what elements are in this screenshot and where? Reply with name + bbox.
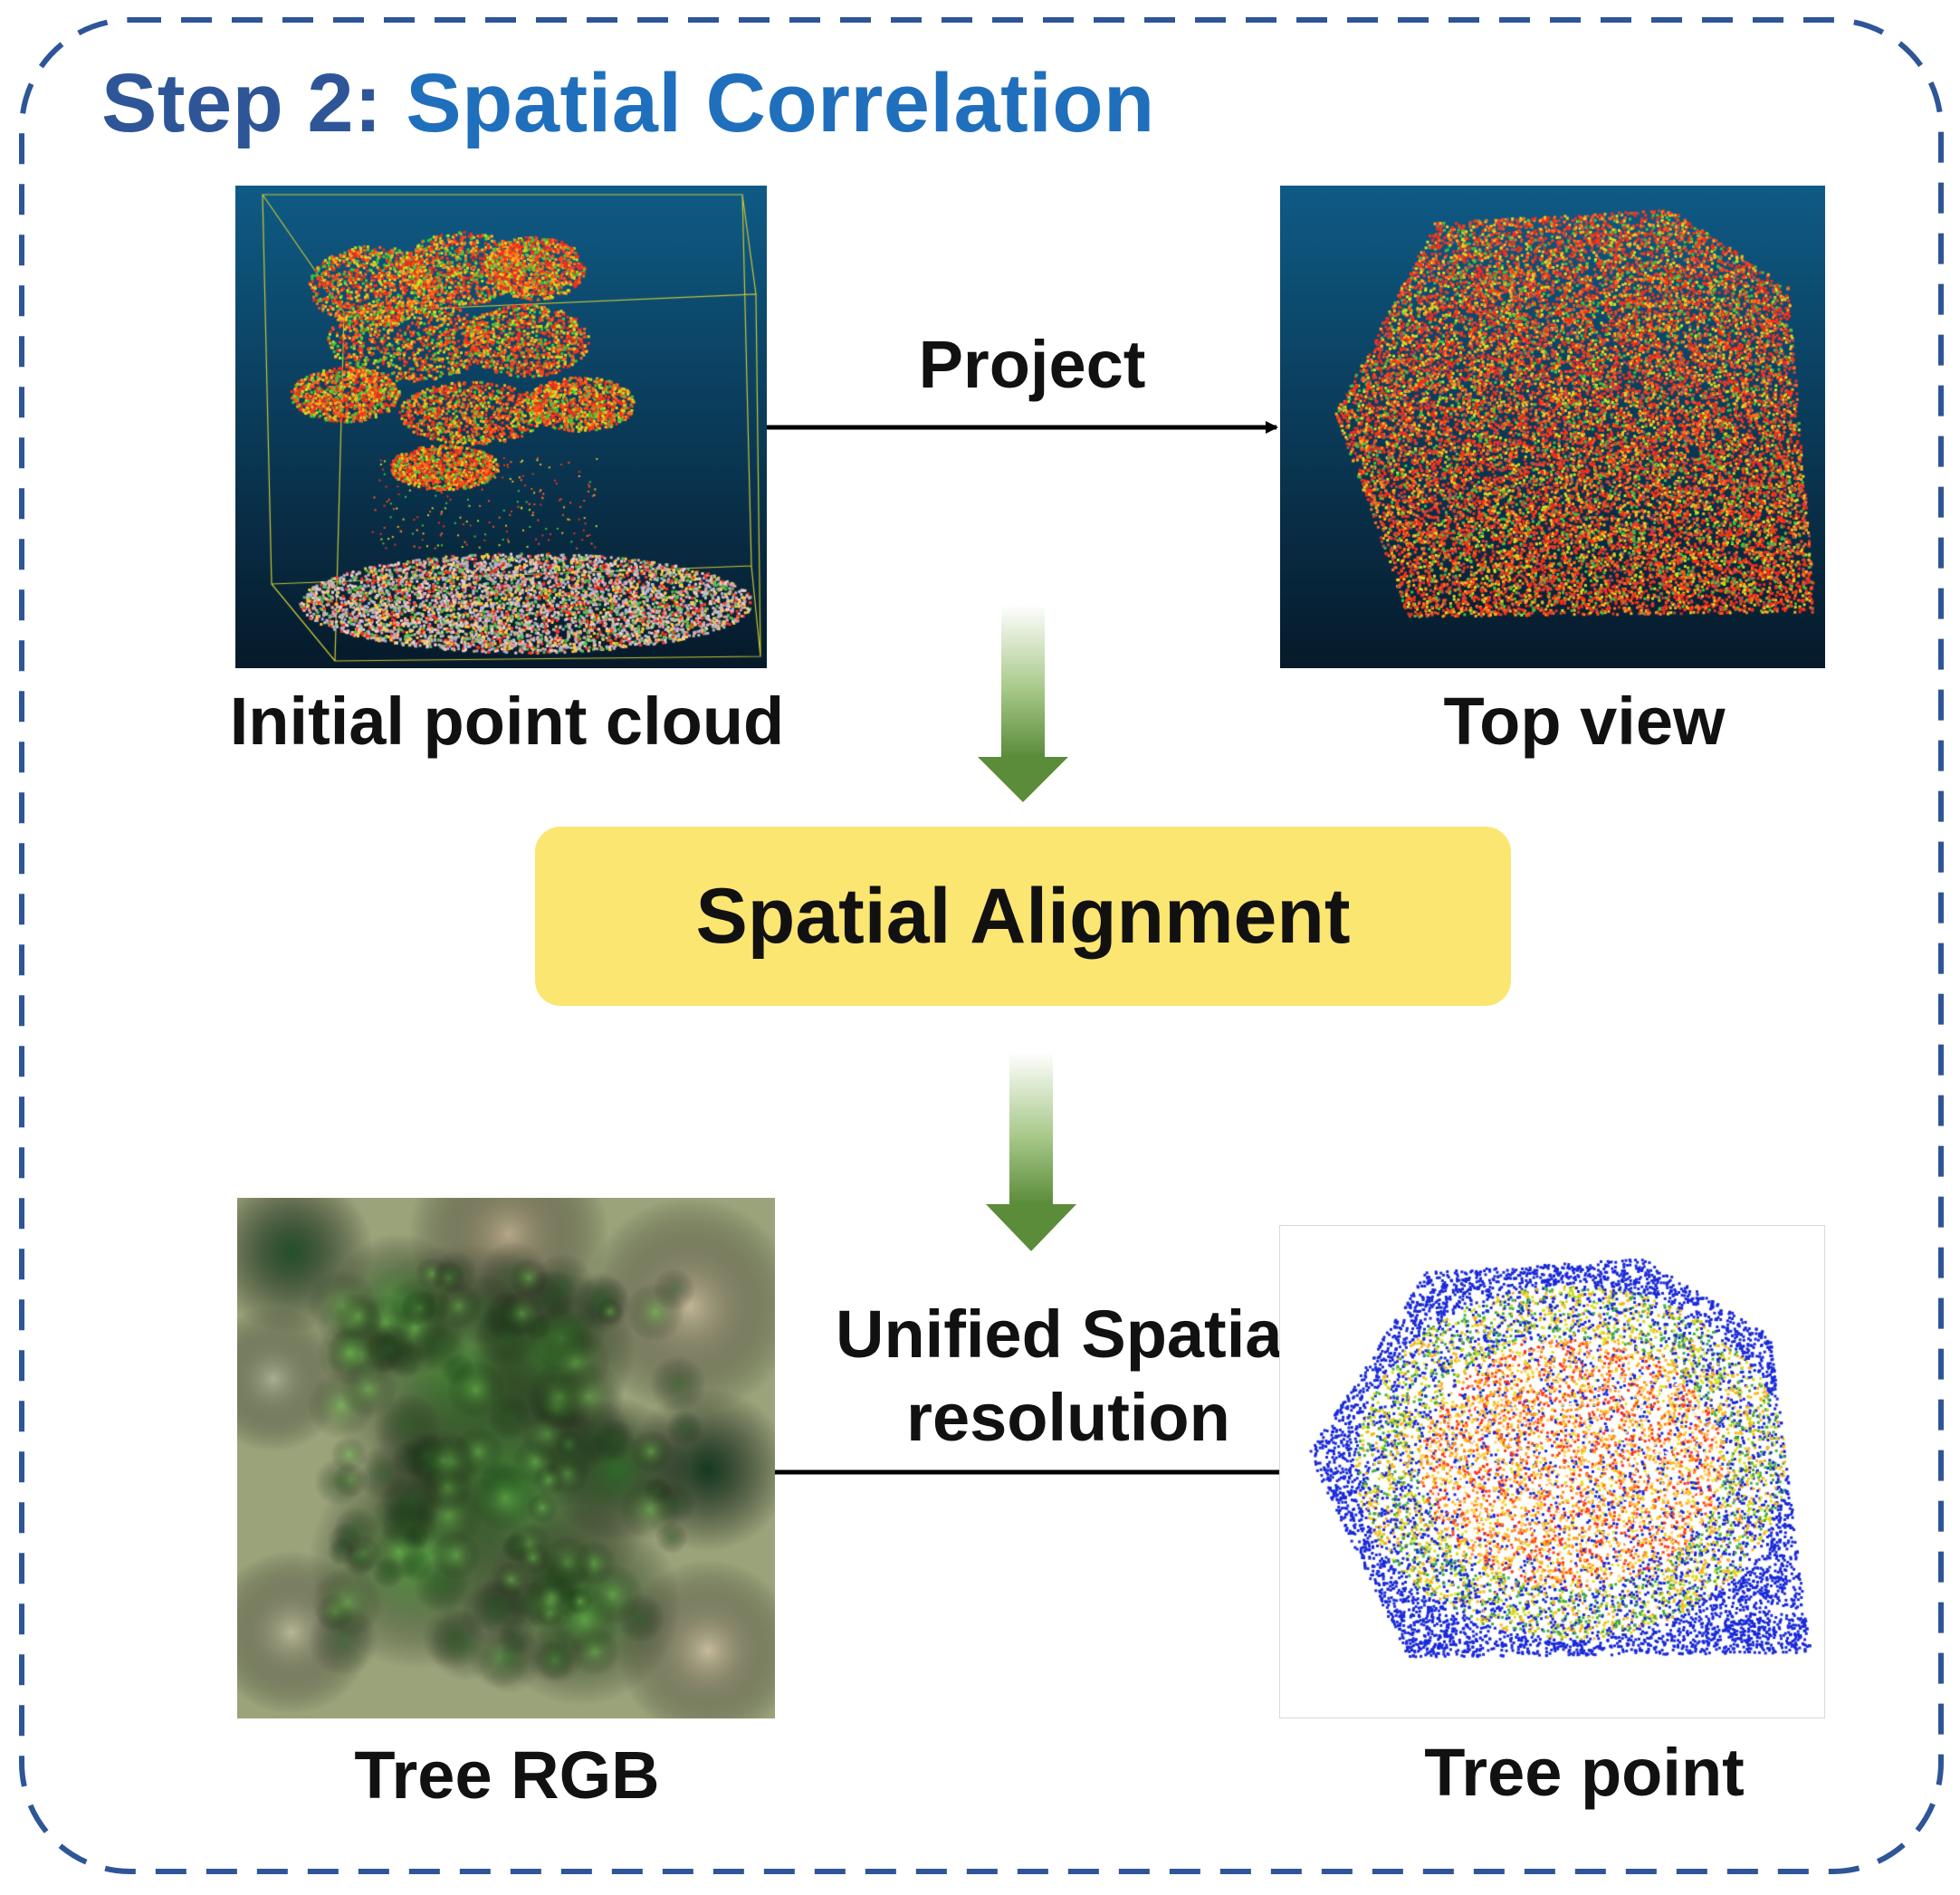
tree-point-caption: Tree point xyxy=(1424,1735,1745,1810)
tree-point-image xyxy=(1279,1225,1825,1718)
spatial-alignment-label: Spatial Alignment xyxy=(695,872,1351,960)
initial-point-cloud-caption: Initial point cloud xyxy=(229,684,785,759)
unified-resolution-label: Unified Spatial resolution xyxy=(797,1293,1340,1460)
title-name: Spatial Correlation xyxy=(406,57,1155,149)
page-title: Step 2: Spatial Correlation xyxy=(101,56,1155,151)
spatial-alignment-box: Spatial Alignment xyxy=(535,827,1511,1006)
initial-point-cloud-image xyxy=(235,186,767,668)
down-arrow-to-alignment xyxy=(978,605,1068,802)
top-view-caption: Top view xyxy=(1443,684,1726,759)
down-arrow-to-outputs xyxy=(986,1052,1076,1251)
tree-rgb-image xyxy=(237,1198,775,1718)
tree-rgb-caption: Tree RGB xyxy=(354,1737,660,1813)
project-label: Project xyxy=(918,327,1146,402)
title-step: Step 2: xyxy=(101,57,383,149)
dashed-frame xyxy=(19,17,1944,1874)
unified-label-line1: Unified Spatial xyxy=(836,1297,1301,1372)
top-view-image xyxy=(1280,186,1825,668)
unified-label-line2: resolution xyxy=(906,1380,1230,1455)
